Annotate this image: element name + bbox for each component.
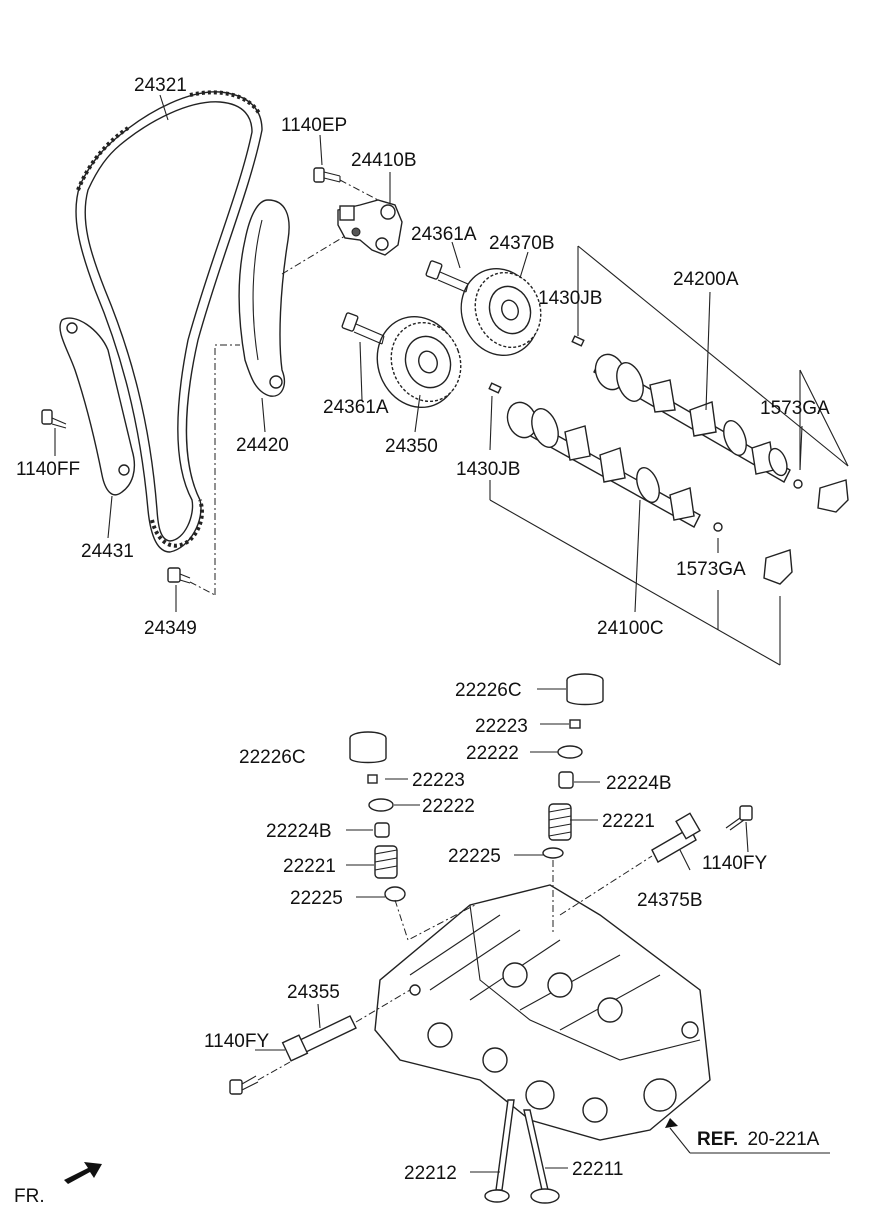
bolt-1140fy-left	[229, 1061, 291, 1095]
ocv-left	[281, 1015, 357, 1062]
exhaust-camshaft	[593, 353, 791, 483]
retainer-left	[368, 798, 394, 812]
label-retainer-left: 22222	[422, 796, 475, 817]
ref-prefix: REF.	[697, 1129, 738, 1150]
ref-label: REF. 20-221A	[697, 1129, 820, 1150]
seat-left	[384, 886, 406, 902]
label-exhaust-pin: 1430JB	[538, 288, 602, 309]
tappet-left	[349, 731, 387, 764]
chain-guide	[59, 317, 136, 496]
intake-cvvt-sprocket	[376, 315, 462, 409]
label-guide: 24431	[81, 541, 134, 562]
label-chain-stopper-bolt: 24349	[144, 618, 197, 639]
label-seat-right: 22225	[448, 846, 501, 867]
label-intake-pin: 1430JB	[456, 459, 520, 480]
label-intake-camshaft: 24100C	[597, 618, 664, 639]
bolt-1140ff	[41, 409, 67, 429]
cotter-left	[367, 774, 378, 784]
label-retainer-right: 22222	[466, 743, 519, 764]
spring-left	[374, 845, 398, 879]
timing-chain	[75, 90, 263, 553]
label-intake-cvvt: 24350	[385, 436, 438, 457]
label-tappet-left: 22226C	[239, 747, 306, 768]
label-exhaust-plug: 1573GA	[760, 398, 830, 419]
label-spring-left: 22221	[283, 856, 336, 877]
pin-exhaust	[571, 335, 585, 347]
plate-intake	[763, 549, 793, 585]
label-tensioner-arm: 24420	[236, 435, 289, 456]
label-seat-left: 22225	[290, 888, 343, 909]
bolt-24361a-exhaust	[425, 260, 469, 293]
intake-valve	[484, 1099, 515, 1203]
intake-camshaft	[506, 401, 701, 528]
tappet-right	[566, 673, 604, 706]
cotter-right	[569, 719, 581, 729]
exhaust-valve	[523, 1109, 560, 1204]
pin-intake	[488, 382, 502, 394]
label-guide-bolt: 1140FF	[16, 459, 80, 480]
label-exhaust-plate: 1573GA	[676, 559, 746, 580]
label-seal-right: 22224B	[606, 773, 672, 794]
label-exhaust-valve: 22211	[572, 1159, 623, 1180]
label-intake-valve: 22212	[404, 1163, 457, 1184]
chain-stopper-bolt	[167, 567, 216, 596]
plug-intake	[713, 522, 723, 532]
tensioner-arm	[238, 199, 290, 397]
part-labels: 24321 1140EP 24410B 24361A 24370B 1430JB…	[14, 75, 830, 1207]
label-ocv-left: 24355	[287, 982, 340, 1003]
label-ocv-bolt-right: 1140FY	[702, 853, 767, 874]
label-bolt-tensioner-arm: 1140EP	[281, 115, 347, 136]
label-exhaust-cvvt: 24370B	[489, 233, 555, 254]
label-bolt-exhaust-sprocket: 24361A	[411, 224, 477, 245]
label-seal-left: 22224B	[266, 821, 332, 842]
leader-lines	[54, 94, 849, 1173]
label-cotter-left: 22223	[412, 770, 465, 791]
bolt-1140fy-right	[725, 805, 753, 831]
exhaust-cvvt-sprocket	[460, 267, 542, 357]
label-ocv-bolt-left: 1140FY	[204, 1031, 269, 1052]
front-arrow-icon	[64, 1162, 102, 1184]
label-chain: 24321	[134, 75, 187, 96]
spring-right	[548, 803, 572, 841]
label-front: FR.	[14, 1186, 45, 1207]
bolt-24361a-intake	[341, 312, 385, 345]
seat-right	[542, 847, 564, 859]
plug-exhaust	[793, 479, 803, 489]
cylinder-head	[374, 884, 711, 1141]
ref-code: 20-221A	[747, 1129, 819, 1150]
retainer-right	[557, 745, 583, 759]
ocv-right	[651, 812, 701, 863]
chain-tensioner	[337, 199, 403, 256]
label-ocv-right: 24375B	[637, 890, 703, 911]
label-bolt-intake-sprocket: 24361A	[323, 397, 389, 418]
bolt-1140ep	[313, 167, 379, 201]
seal-right	[558, 771, 574, 789]
label-exhaust-camshaft: 24200A	[673, 269, 739, 290]
plate-exhaust	[817, 479, 849, 513]
label-spring-right: 22221	[602, 811, 655, 832]
seal-left	[374, 822, 390, 838]
label-tensioner: 24410B	[351, 150, 417, 171]
label-tappet-right: 22226C	[455, 680, 522, 701]
label-cotter-right: 22223	[475, 716, 528, 737]
